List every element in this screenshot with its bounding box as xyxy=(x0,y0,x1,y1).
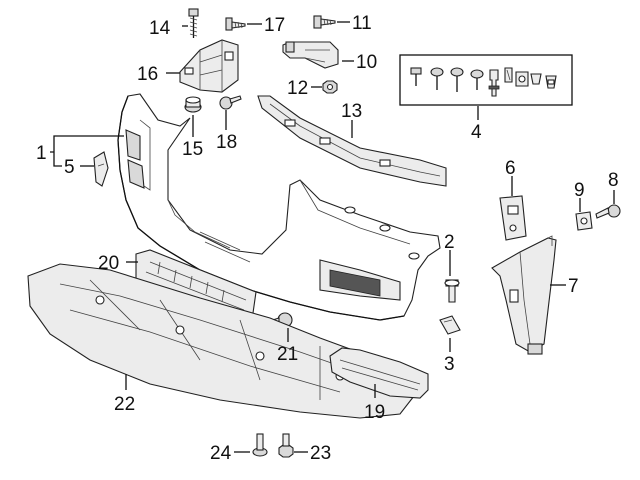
callout-9: 9 xyxy=(574,180,585,201)
callout-12: 12 xyxy=(287,78,308,99)
callout-3: 3 xyxy=(444,354,455,375)
callout-23: 23 xyxy=(310,443,331,464)
callout-15: 15 xyxy=(182,139,203,160)
part-19-lower-grille xyxy=(329,347,429,399)
part-18-bolt xyxy=(219,95,242,110)
leader-lines xyxy=(50,21,615,453)
callout-14: 14 xyxy=(149,18,171,39)
callout-5: 5 xyxy=(64,157,75,178)
part-24-screw xyxy=(252,433,268,457)
kit-plug-2 xyxy=(545,75,557,89)
kit-bolt-4 xyxy=(470,69,484,90)
callout-24: 24 xyxy=(210,443,232,464)
callout-21: 21 xyxy=(277,344,298,365)
part-12-nut xyxy=(322,80,338,94)
callout-11: 11 xyxy=(352,13,372,34)
part-1-bumper-cover xyxy=(117,93,441,321)
part-7-side-bracket xyxy=(491,235,557,355)
callout-8: 8 xyxy=(608,170,619,191)
part-2-push-pin xyxy=(444,279,460,303)
part-13-upper-bracket xyxy=(257,95,447,187)
kit-bolt-3 xyxy=(450,67,464,92)
part-9-clip xyxy=(575,211,593,231)
callout-16: 16 xyxy=(137,64,158,85)
part-23-bolt xyxy=(278,433,294,458)
callout-22: 22 xyxy=(114,394,135,415)
kit-bolt-2 xyxy=(430,67,444,90)
part-5-cap xyxy=(93,151,109,187)
part-6-guide xyxy=(499,195,527,241)
kit-bolt-1 xyxy=(410,67,422,86)
callout-18: 18 xyxy=(216,132,237,153)
kit-clip-2 xyxy=(515,71,529,87)
callout-10: 10 xyxy=(356,52,377,73)
part-16-bracket xyxy=(179,39,239,93)
part-17-screw xyxy=(225,17,246,31)
kit-clip-1 xyxy=(504,67,513,83)
leader-1 xyxy=(50,135,124,167)
kit-rivet xyxy=(488,69,500,97)
part-14-bolt xyxy=(188,8,199,38)
callout-2: 2 xyxy=(444,232,455,253)
part-4-hardware-kit xyxy=(399,54,573,106)
callout-17: 17 xyxy=(264,15,285,36)
callout-13: 13 xyxy=(341,101,362,122)
part-10-bracket xyxy=(282,41,339,69)
callout-7: 7 xyxy=(568,276,579,297)
callout-20: 20 xyxy=(98,253,119,274)
callout-labels: 14 17 11 10 16 12 15 18 4 13 1 5 2 3 6 9… xyxy=(36,13,619,464)
kit-plug-1 xyxy=(530,73,542,85)
callout-6: 6 xyxy=(505,158,516,179)
callout-4: 4 xyxy=(471,122,482,143)
part-8-bolt xyxy=(595,204,621,219)
callout-1: 1 xyxy=(36,143,47,164)
callout-19: 19 xyxy=(364,402,385,423)
part-3-clip xyxy=(439,315,461,335)
part-15-nut xyxy=(184,96,202,113)
part-11-screw xyxy=(313,15,336,29)
